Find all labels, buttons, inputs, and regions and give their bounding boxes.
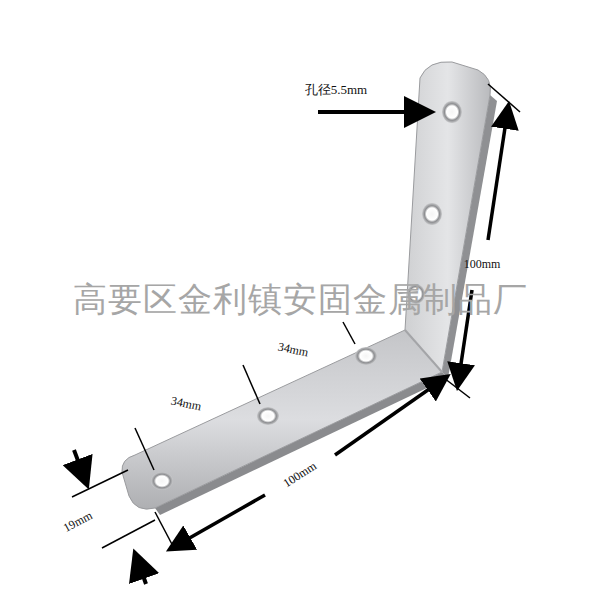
dimension-arrow <box>136 556 146 584</box>
dimension-label: 34mm <box>277 340 310 359</box>
hole-size-label: 孔径5.5mm <box>305 83 367 97</box>
dimension-label: 100mm <box>281 459 319 490</box>
dimension-arrow <box>488 108 508 240</box>
screw-hole <box>355 347 377 365</box>
screw-hole <box>257 407 279 425</box>
leader-line <box>135 428 154 470</box>
bracket-arm <box>405 62 491 372</box>
dimension-arrow <box>74 450 86 482</box>
screw-hole <box>442 101 462 123</box>
dimension-label: 34mm <box>170 394 203 413</box>
leader-line <box>243 365 260 404</box>
bracket-arm <box>122 330 442 509</box>
extension-line <box>102 520 155 548</box>
screw-hole <box>151 472 173 490</box>
dimension-arrow <box>335 378 445 455</box>
bend-line <box>405 330 442 372</box>
callout-arrow <box>318 110 428 114</box>
screw-hole <box>422 203 442 225</box>
watermark: 高要区金利镇安固金属制品厂 <box>73 281 528 318</box>
dimension-label: 100mm <box>464 258 501 271</box>
extension-line <box>488 84 520 112</box>
dimension-label: 19mm <box>61 509 94 535</box>
leader-line <box>343 322 355 344</box>
dimension-arrow <box>172 495 265 548</box>
extension-line <box>72 470 128 497</box>
extension-line <box>155 512 175 550</box>
